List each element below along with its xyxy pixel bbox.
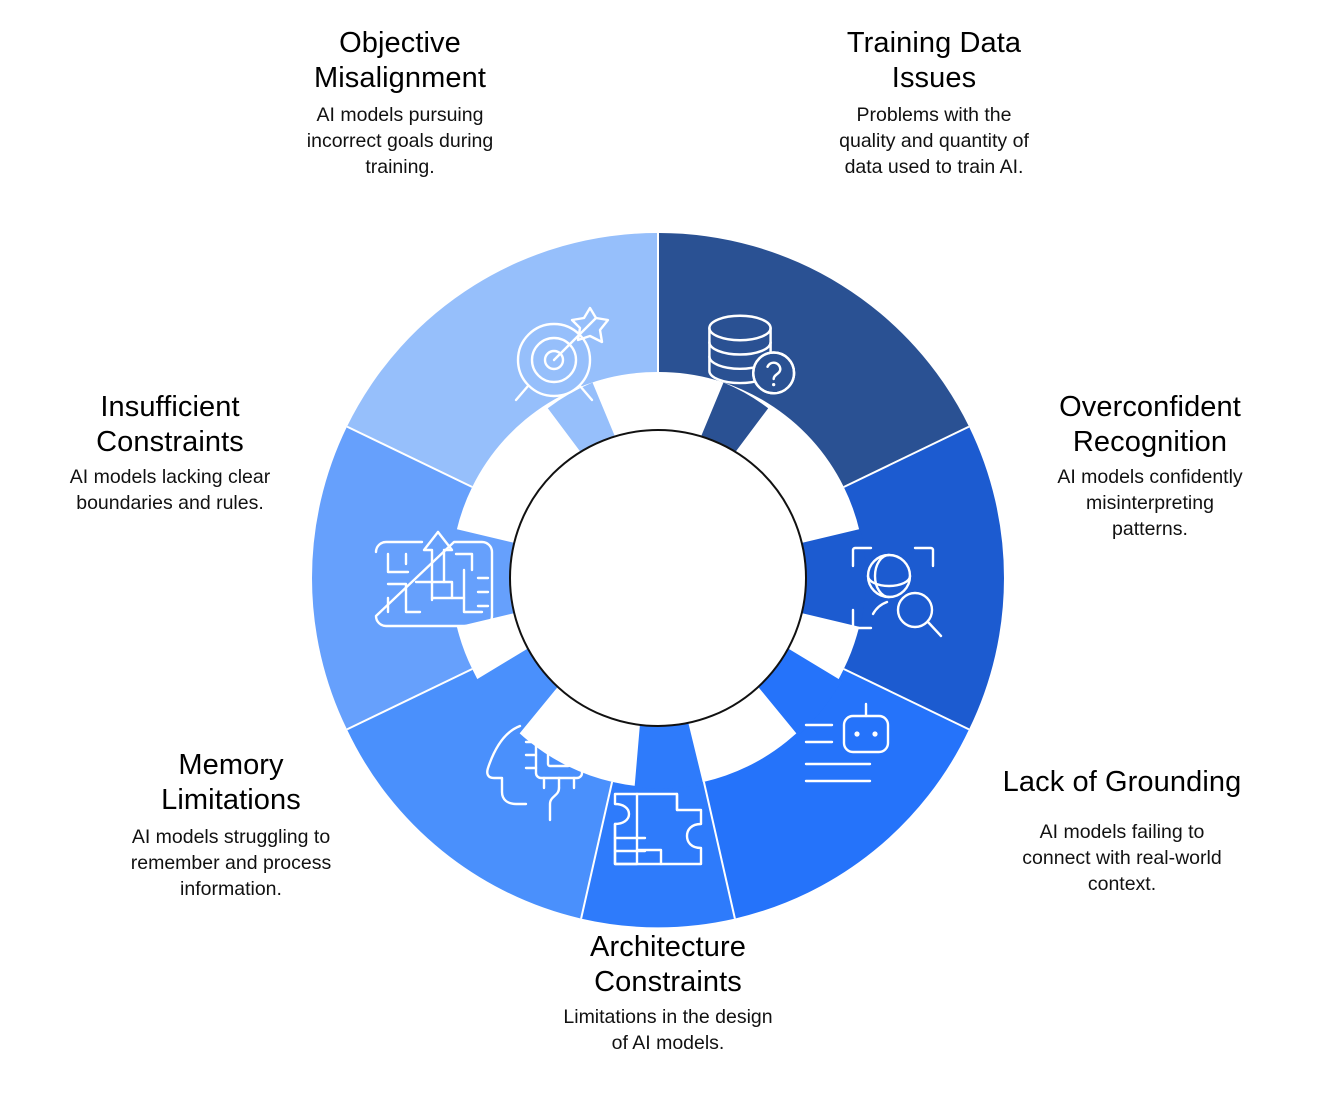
segment-dividers	[346, 233, 970, 919]
segment-band-lack-of-grounding[interactable]	[703, 669, 969, 919]
label-desc-lack-of-grounding: AI models failing to connect with real-w…	[1022, 821, 1222, 896]
label-desc-memory-limitations: AI models struggling to remember and pro…	[130, 825, 332, 900]
segment-band-architecture-constraints[interactable]	[581, 781, 735, 928]
segment-band-insufficient-constraints[interactable]	[312, 426, 473, 730]
label-desc-objective-misalignment: AI models pursuing incorrect goals durin…	[306, 103, 494, 178]
maze-arrow-icon	[374, 530, 494, 628]
segment-band-overconfident-recognition[interactable]	[843, 426, 1004, 730]
label-desc-training-data-issues: Problems with the quality and quantity o…	[839, 103, 1029, 178]
segment-band-training-data-issues[interactable]	[658, 232, 969, 487]
label-memory-limitations: Memory Limitations AI models struggling …	[66, 748, 396, 903]
label-desc-insufficient-constraints: AI models lacking clear boundaries and r…	[69, 465, 271, 514]
label-title-lack-of-grounding: Lack of Grounding	[1002, 766, 1242, 798]
label-title-objective-misalignment: Objective Misalignment	[313, 27, 487, 95]
label-lack-of-grounding: Lack of Grounding AI models failing to c…	[962, 765, 1282, 898]
database-question-icon	[708, 314, 796, 395]
label-objective-misalignment: Objective Misalignment AI models pursuin…	[240, 26, 560, 181]
segment-band-objective-misalignment[interactable]	[347, 232, 658, 487]
target-arrow-icon	[514, 306, 610, 402]
label-title-training-data-issues: Training Data Issues	[846, 27, 1022, 95]
label-training-data-issues: Training Data Issues Problems with the q…	[793, 26, 1075, 181]
segment-band-memory-limitations[interactable]	[347, 669, 613, 919]
label-title-insufficient-constraints: Insufficient Constraints	[96, 391, 244, 459]
label-desc-overconfident-recognition: AI models confidently misinterpreting pa…	[1057, 465, 1243, 540]
label-title-memory-limitations: Memory Limitations	[161, 749, 301, 817]
label-title-architecture-constraints: Architecture Constraints	[590, 931, 746, 999]
label-desc-architecture-constraints: Limitations in the design of AI models.	[563, 1005, 773, 1054]
label-title-overconfident-recognition: Overconfident Recognition	[1059, 391, 1241, 459]
label-overconfident-recognition: Overconfident Recognition AI models conf…	[1000, 390, 1300, 543]
donut-wheel	[308, 228, 1008, 928]
puzzle-blueprint-icon	[613, 792, 703, 866]
robot-head-lines-icon	[804, 702, 890, 783]
head-chip-icon	[486, 720, 594, 822]
label-architecture-constraints: Architecture Constraints Limitations in …	[503, 930, 833, 1057]
wheel-svg	[312, 232, 1004, 928]
label-insufficient-constraints: Insufficient Constraints AI models lacki…	[20, 390, 320, 517]
center-hub	[509, 429, 807, 727]
scan-sphere-magnifier-icon	[851, 546, 943, 638]
